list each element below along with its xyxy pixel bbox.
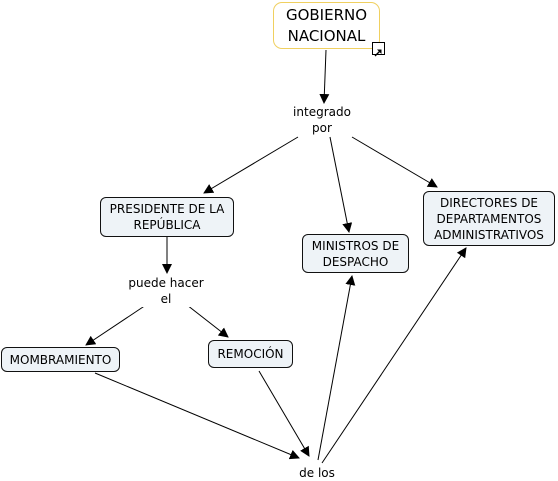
link-puede-hacer-el: puede hacer el [122, 275, 210, 307]
edge-delos-directores [321, 247, 467, 464]
edge-root-integrado [319, 49, 330, 104]
edge-integrado-presidente [203, 136, 299, 194]
edge-delos-ministros [317, 275, 356, 461]
edge-puede-remocion [186, 304, 229, 338]
node-presidente[interactable]: PRESIDENTE DE LA REPÚBLICA [100, 197, 234, 237]
expand-arrow-icon[interactable] [372, 42, 385, 57]
edge-remocion-delos [258, 370, 310, 457]
link-de-los: de los [293, 465, 341, 481]
node-gobierno-nacional[interactable]: GOBIERNO NACIONAL [273, 2, 380, 49]
edge-integrado-ministros [329, 136, 353, 233]
node-nombramiento[interactable]: MOMBRAMIENTO [1, 347, 120, 372]
link-integrado-por: integrado por [286, 104, 358, 136]
node-ministros[interactable]: MINISTROS DE DESPACHO [302, 234, 409, 273]
edge-puede-nombramiento [85, 304, 147, 346]
node-directores[interactable]: DIRECTORES DE DEPARTAMENTOS ADMINISTRATI… [423, 191, 555, 246]
edge-integrado-directores [351, 136, 438, 188]
node-remocion[interactable]: REMOCIÓN [208, 340, 293, 368]
edge-nombramiento-delos [94, 372, 300, 460]
